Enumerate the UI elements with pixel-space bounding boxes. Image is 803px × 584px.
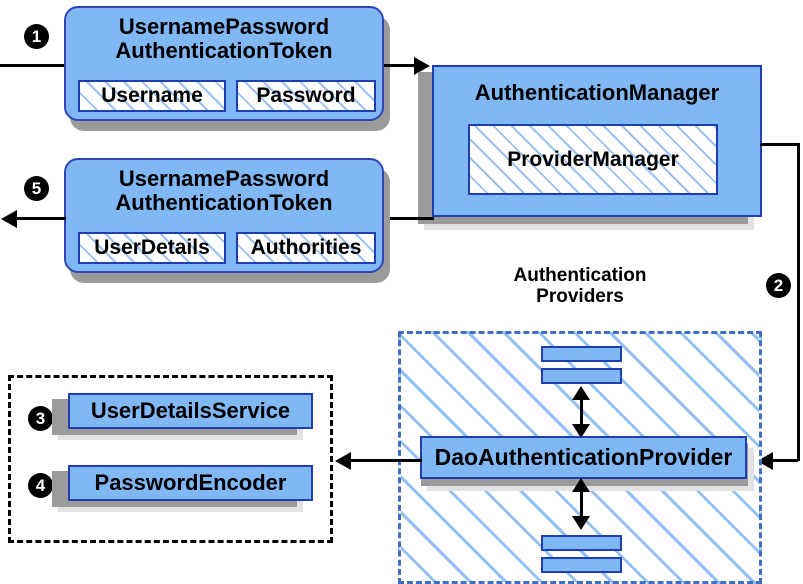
flow-line-right-down: [797, 143, 800, 461]
passwordencoder-box[interactable]: PasswordEncoder: [68, 465, 313, 501]
step-badge-3: 3: [28, 406, 53, 431]
flow-line-result-out: [16, 217, 66, 220]
field-userdetails[interactable]: UserDetails: [78, 232, 226, 264]
arrow-up-to-top-provider: [572, 386, 590, 400]
provider-placeholder-bottom-1[interactable]: [541, 535, 622, 551]
flow-line-request-in: [0, 64, 70, 67]
arrow-up-to-dao-bottom: [572, 478, 590, 492]
flow-line-into-provider: [772, 459, 798, 462]
flow-line-manager-right: [760, 143, 800, 146]
field-userdetails-label: UserDetails: [94, 236, 210, 259]
result-token-title: UsernamePassword AuthenticationToken: [66, 160, 382, 215]
flow-line-provider-to-services: [350, 459, 422, 462]
flow-line-manager-to-result: [384, 217, 434, 220]
field-password-label: Password: [256, 84, 356, 107]
providers-caption: Authentication Providers: [470, 265, 690, 308]
field-username[interactable]: Username: [78, 80, 226, 112]
step-badge-1: 1: [24, 24, 49, 49]
request-token-title-line2: AuthenticationToken: [115, 37, 333, 63]
arrow-down-to-bottom-provider: [572, 516, 590, 530]
step-badge-5: 5: [24, 176, 49, 201]
authentication-manager-label: AuthenticationManager: [474, 80, 720, 105]
providers-caption-line1: Authentication: [513, 265, 647, 286]
field-password[interactable]: Password: [236, 80, 376, 112]
link-top-provider: [580, 392, 583, 432]
field-authorities[interactable]: Authorities: [236, 232, 376, 264]
field-authorities-label: Authorities: [250, 236, 362, 259]
provider-placeholder-top-1[interactable]: [541, 346, 622, 362]
dao-authentication-provider-label: DaoAuthenticationProvider: [434, 444, 733, 470]
provider-manager-label: ProviderManager: [507, 147, 679, 171]
result-token-title-line1: UsernamePassword: [118, 166, 330, 191]
arrow-provider-to-services: [335, 452, 351, 470]
arrow-down-to-dao-top: [572, 424, 590, 438]
step-badge-2: 2: [766, 273, 791, 298]
userdetailsservice-box[interactable]: UserDetailsService: [68, 393, 313, 429]
userdetailsservice-label: UserDetailsService: [90, 398, 291, 423]
step-badge-4: 4: [28, 473, 53, 498]
arrow-result-out: [1, 210, 17, 228]
dao-authentication-provider-box[interactable]: DaoAuthenticationProvider: [420, 436, 747, 479]
provider-placeholder-top-2[interactable]: [541, 368, 622, 384]
providers-caption-line2: Providers: [536, 286, 624, 308]
arrow-token-to-manager: [414, 57, 430, 75]
provider-placeholder-bottom-2[interactable]: [541, 557, 622, 573]
request-token-title-line1: UsernamePassword: [118, 14, 330, 39]
link-bottom-provider: [580, 484, 583, 524]
result-token-title-line2: AuthenticationToken: [115, 189, 333, 215]
field-username-label: Username: [101, 84, 203, 107]
request-token-title: UsernamePassword AuthenticationToken: [66, 8, 382, 63]
provider-manager-box[interactable]: ProviderManager: [468, 124, 718, 195]
flow-line-token-to-manager: [384, 64, 418, 67]
passwordencoder-label: PasswordEncoder: [94, 470, 287, 495]
